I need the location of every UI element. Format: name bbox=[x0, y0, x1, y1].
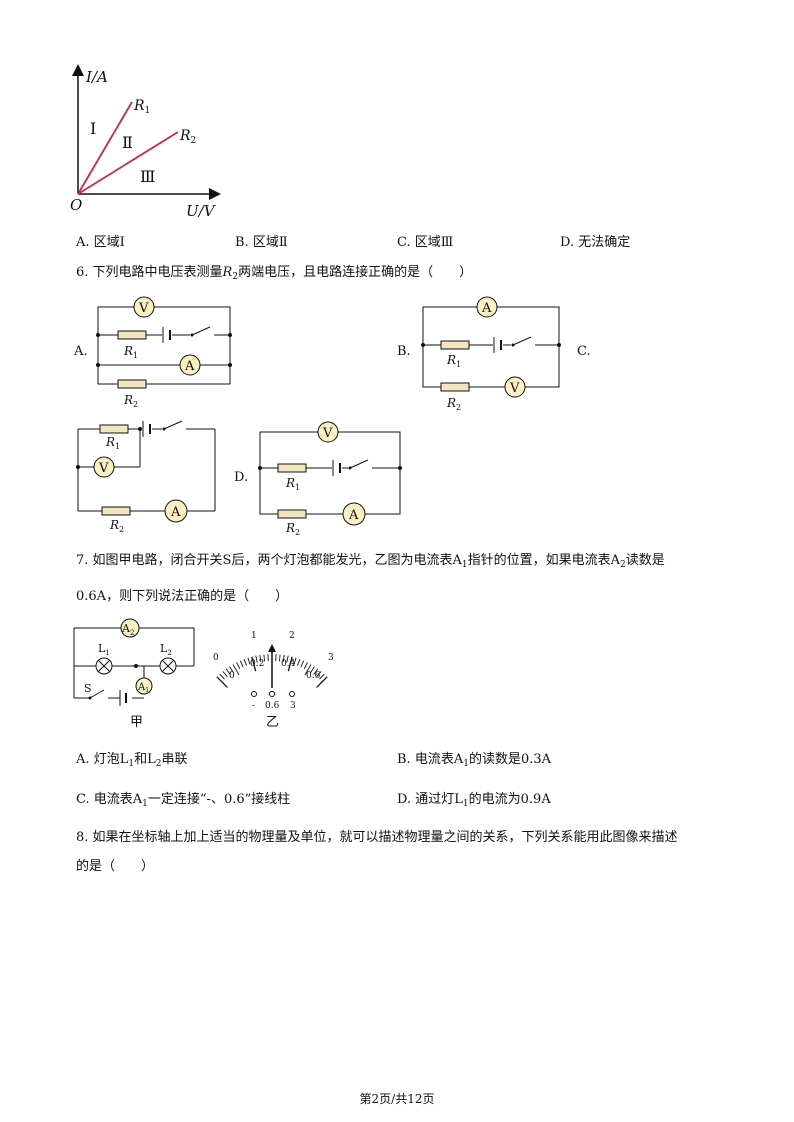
svg-text:L2: L2 bbox=[160, 642, 172, 657]
dial-tick bbox=[243, 659, 247, 666]
dial-tick bbox=[229, 666, 234, 673]
q7-option-c: C. 电流表A1一定连接“-、0.6”接线柱 bbox=[76, 792, 291, 809]
dial-tick bbox=[255, 655, 258, 663]
q7-stem-line2: 0.6A，则下列说法正确的是（ ） bbox=[76, 589, 289, 604]
inner-tick-2: 0.4 bbox=[281, 659, 296, 669]
q5-option-a: A. 区域Ⅰ bbox=[76, 235, 125, 250]
region-1: Ⅰ bbox=[90, 119, 96, 138]
dial-tick bbox=[263, 654, 266, 662]
q8-stem-line2: 的是（ ） bbox=[76, 859, 155, 874]
figure-yi-dial: 0 1 2 3 0 0.2 0.4 0.6 - 0.6 3 乙 bbox=[213, 631, 334, 730]
dial-tick bbox=[219, 673, 225, 680]
q5-option-b: B. 区域Ⅱ bbox=[235, 235, 288, 250]
svg-text:V: V bbox=[138, 301, 149, 316]
dial-tick bbox=[303, 662, 308, 669]
dial-tick bbox=[287, 656, 293, 672]
dial-tick bbox=[278, 654, 281, 662]
dial-tick bbox=[259, 654, 262, 662]
q6-label-a: A. bbox=[74, 344, 88, 359]
svg-text:R1: R1 bbox=[123, 344, 138, 360]
q6-label-d: D. bbox=[234, 470, 249, 485]
inner-tick-3: 0.6 bbox=[306, 671, 321, 681]
q6-stem: 6. 下列电路中电压表测量R2两端电压，且电路连接正确的是（ ） bbox=[76, 265, 473, 282]
dial-tick bbox=[251, 656, 257, 672]
svg-text:R1: R1 bbox=[446, 353, 461, 369]
dial-tick bbox=[239, 660, 244, 668]
page-footer: 第2页/共12页 bbox=[359, 1092, 435, 1106]
terminal-neg: - bbox=[252, 701, 255, 711]
dial-tick bbox=[300, 660, 305, 668]
dial-tick bbox=[216, 676, 228, 688]
svg-text:R2: R2 bbox=[123, 393, 138, 409]
region-3: Ⅲ bbox=[140, 167, 155, 186]
q5-option-c: C. 区域Ⅲ bbox=[397, 235, 454, 250]
svg-text:R2: R2 bbox=[109, 518, 124, 534]
svg-text:R1: R1 bbox=[105, 435, 120, 451]
svg-text:L1: L1 bbox=[98, 642, 110, 657]
terminal-06: 0.6 bbox=[265, 701, 280, 711]
dial-tick bbox=[304, 664, 312, 676]
line-r1 bbox=[77, 101, 133, 195]
line-r2 bbox=[77, 131, 179, 195]
dial-tick bbox=[286, 655, 289, 663]
dial-tick bbox=[316, 671, 322, 678]
caption-yi: 乙 bbox=[266, 715, 279, 730]
dial-tick bbox=[247, 657, 251, 665]
q7-option-a: A. 灯泡L1和L2串联 bbox=[76, 752, 188, 769]
dial-tick bbox=[232, 664, 240, 676]
circuit-a: V R1 A R2 bbox=[96, 296, 232, 409]
inner-tick-1: 0.2 bbox=[250, 659, 264, 669]
dial-tick bbox=[236, 662, 241, 669]
svg-text:A: A bbox=[481, 301, 492, 316]
terminal-3: 3 bbox=[290, 701, 296, 711]
dial-ticks bbox=[216, 654, 328, 688]
dial-tick bbox=[225, 668, 231, 675]
dial-tick bbox=[282, 654, 285, 662]
circuit-c: R1 V R2 A bbox=[76, 420, 216, 534]
circuit-b: A R1 R2 V bbox=[421, 296, 561, 412]
circuit-d: V R1 R2 A bbox=[258, 421, 402, 537]
dial-tick bbox=[313, 668, 319, 675]
svg-text:甲: 甲 bbox=[130, 715, 143, 730]
svg-text:A: A bbox=[170, 505, 181, 520]
q6-label-b: B. bbox=[397, 344, 411, 359]
q7-option-d: D. 通过灯L1的电流为0.9A bbox=[397, 792, 551, 809]
svg-text:A2: A2 bbox=[121, 622, 134, 637]
svg-text:V: V bbox=[98, 461, 109, 476]
dial-tick bbox=[222, 671, 228, 678]
svg-text:R2: R2 bbox=[446, 396, 461, 412]
q7-stem-line1: 7. 如图甲电路，闭合开关S后，两个灯泡都能发光，乙图为电流表A1指针的位置，如… bbox=[76, 553, 665, 570]
q6-label-c: C. bbox=[577, 344, 591, 359]
svg-text:V: V bbox=[322, 426, 333, 441]
svg-text:A: A bbox=[184, 359, 195, 374]
dial-tick bbox=[319, 673, 325, 680]
r2-label: R2 bbox=[179, 128, 196, 146]
q5-option-d: D. 无法确定 bbox=[560, 235, 631, 250]
origin-label: O bbox=[70, 196, 82, 214]
q8-stem-line1: 8. 如果在坐标轴上加上适当的物理量及单位，就可以描述物理量之间的关系，下列关系… bbox=[76, 830, 678, 845]
x-axis-label: U/V bbox=[186, 202, 217, 220]
dial-tick bbox=[297, 659, 301, 666]
inner-tick-0: 0 bbox=[229, 671, 235, 681]
region-2: Ⅱ bbox=[122, 133, 133, 152]
figure-jia: A2 L1 L2 A1 S 甲 bbox=[73, 618, 195, 730]
outer-tick-1: 1 bbox=[251, 631, 257, 641]
svg-text:R1: R1 bbox=[285, 476, 300, 492]
svg-text:A1: A1 bbox=[137, 682, 149, 694]
y-axis-label: I/A bbox=[85, 68, 108, 86]
outer-tick-2: 2 bbox=[289, 631, 295, 641]
q7-option-b: B. 电流表A1的读数是0.3A bbox=[397, 752, 552, 769]
svg-text:R2: R2 bbox=[285, 521, 300, 537]
r1-label: R1 bbox=[133, 98, 150, 116]
dial-tick bbox=[316, 676, 328, 688]
outer-tick-3: 3 bbox=[328, 653, 334, 663]
dial-tick bbox=[310, 666, 315, 673]
svg-text:V: V bbox=[509, 381, 520, 396]
svg-text:S: S bbox=[84, 682, 92, 695]
dial-tick bbox=[293, 657, 297, 665]
outer-tick-0: 0 bbox=[213, 653, 219, 663]
iu-graph: I/A U/V O R1 R2 Ⅰ Ⅱ Ⅲ bbox=[70, 64, 221, 220]
svg-text:A: A bbox=[348, 508, 359, 523]
